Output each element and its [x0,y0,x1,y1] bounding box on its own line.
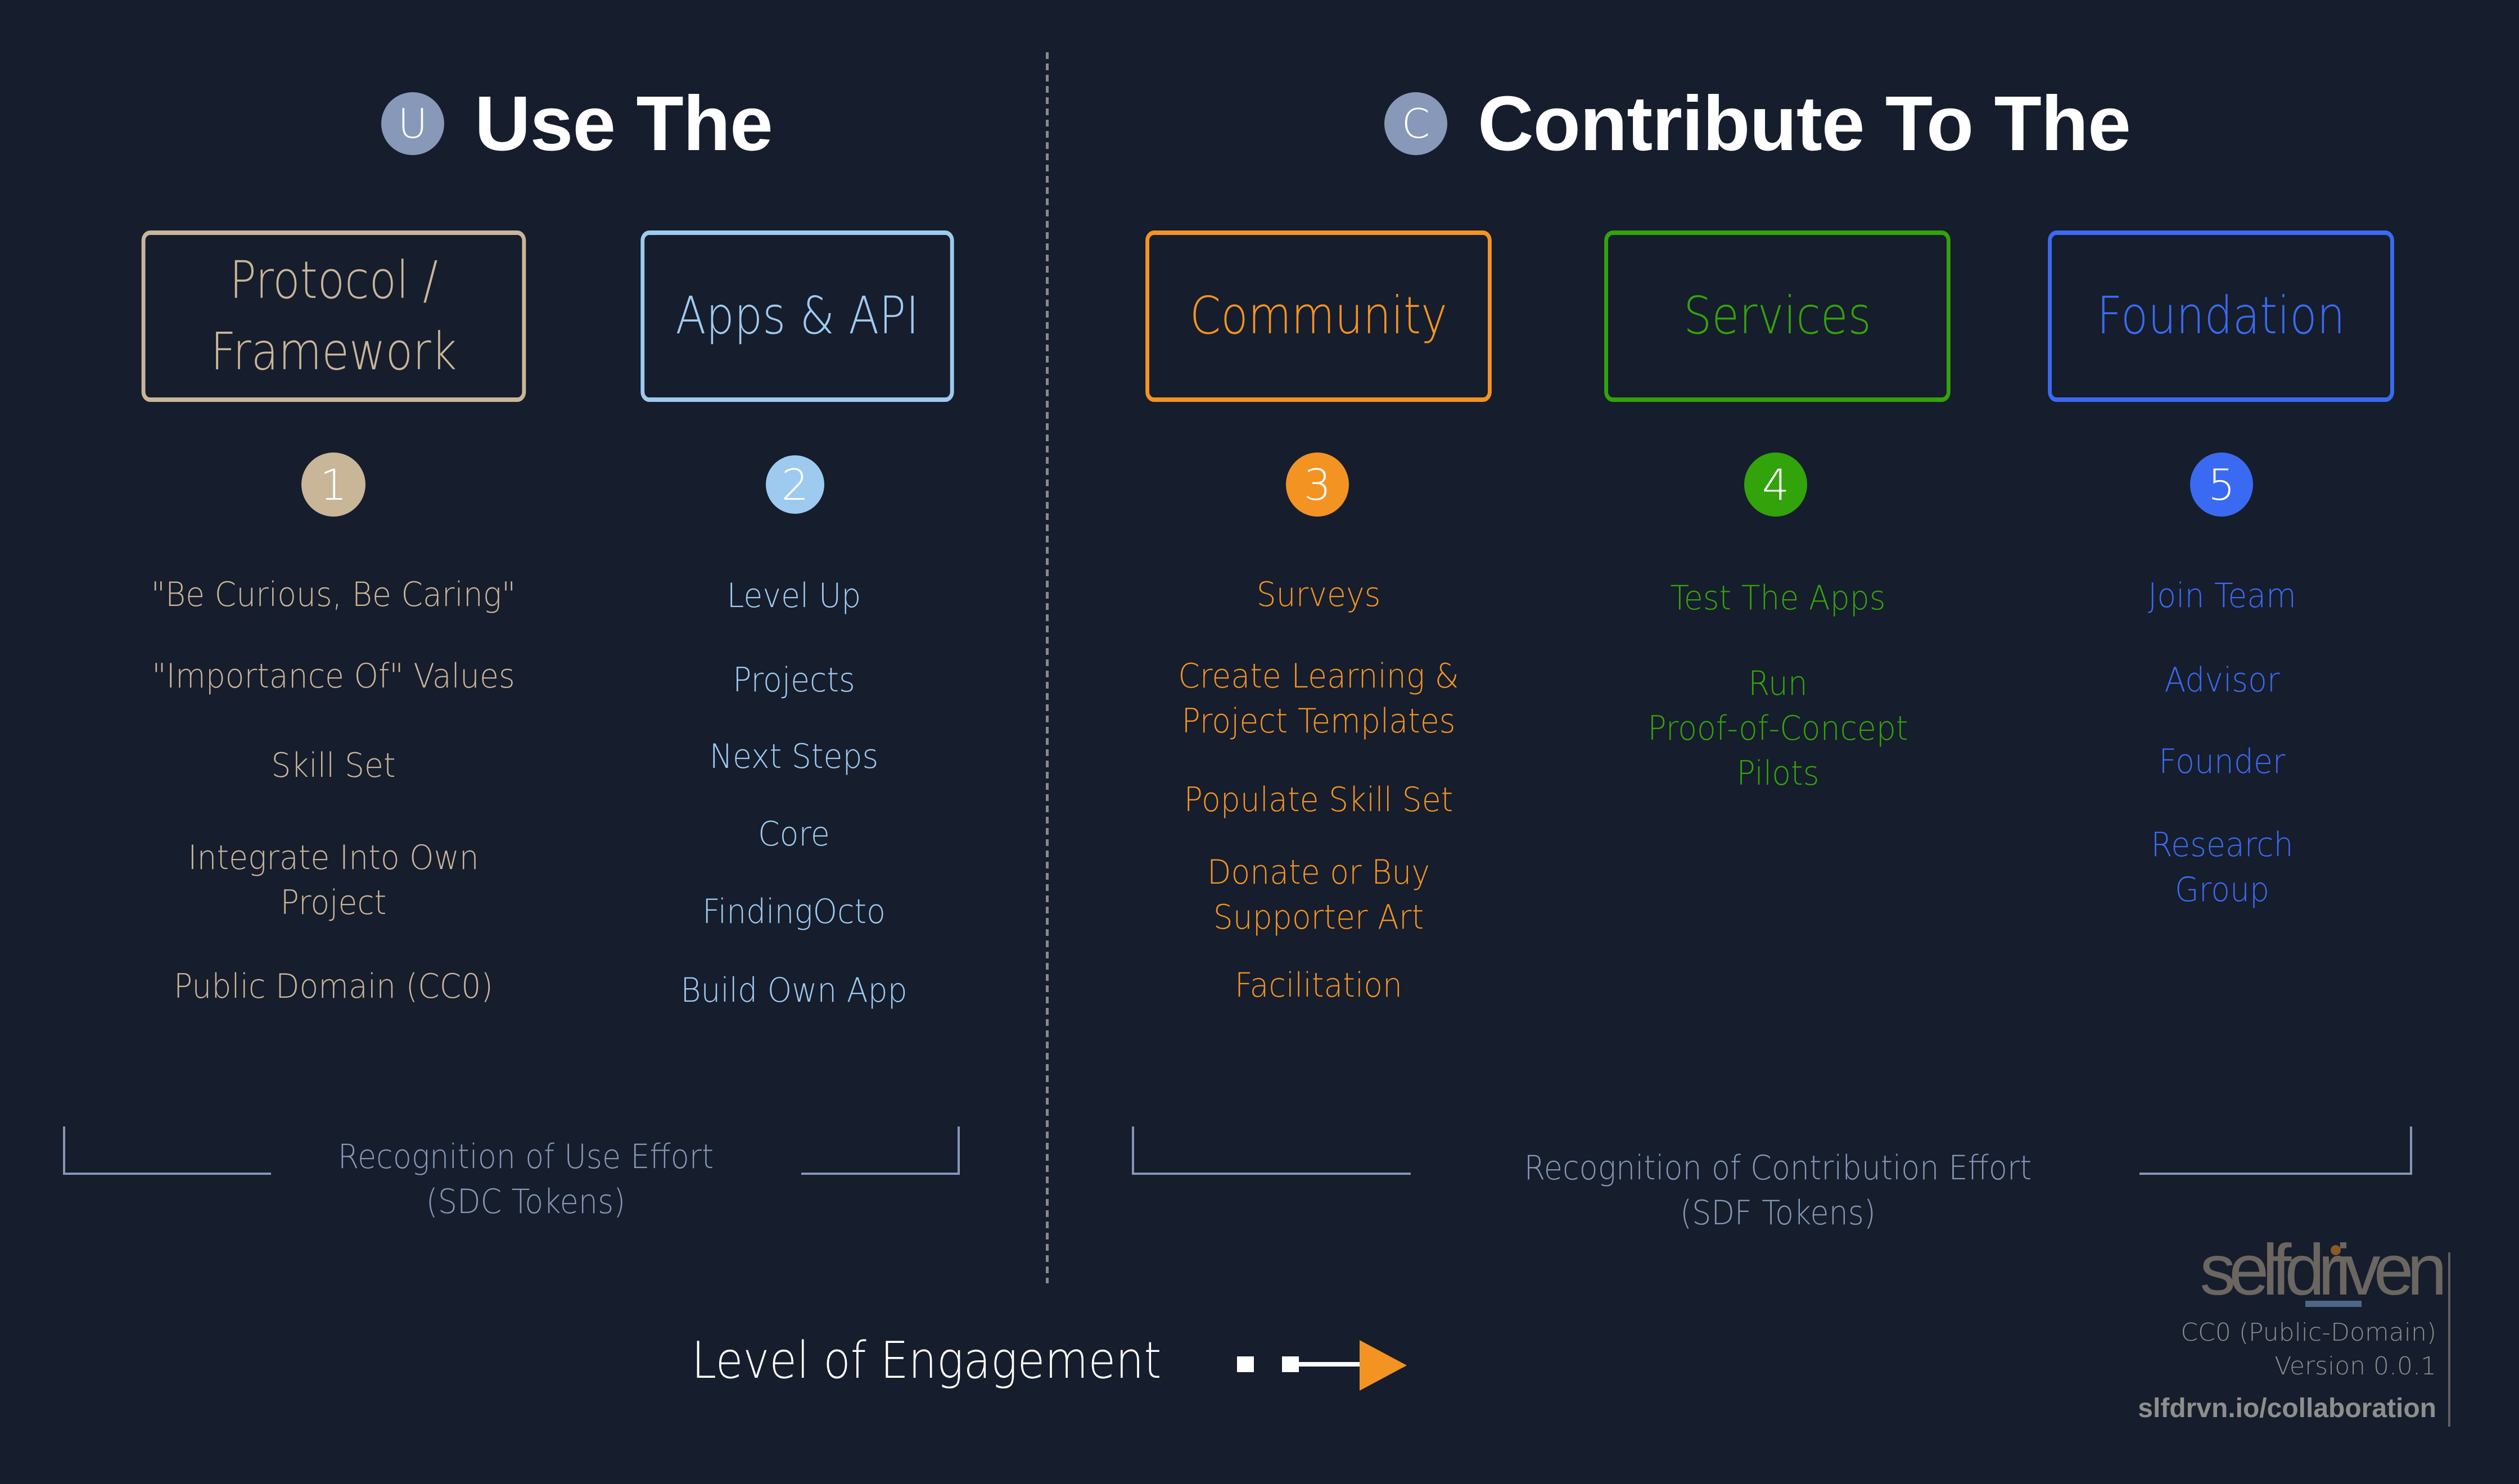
step-2-badge: 2 [766,455,824,514]
list-item: Integrate Into Own Project [188,838,479,922]
category-box-protocol-framework: Protocol / Framework [141,230,526,402]
list-item: Build Own App [680,971,908,1010]
list-item: Founder [2159,742,2286,781]
use-badge-icon: U [381,92,444,155]
use-bracket-right [801,1126,960,1175]
contribute-recognition-label: Recognition of Contribution Effort (SDF … [1524,1146,2032,1236]
step-3-badge: 3 [1286,453,1349,517]
list-item: "Importance Of" Values [152,657,515,696]
list-item: Test The Apps [1670,578,1886,618]
use-bracket-left [63,1126,271,1175]
list-item: Public Domain (CC0) [174,967,493,1006]
selfdriven-logo: selfdriven [2200,1230,2447,1310]
engagement-dot-icon [1237,1356,1254,1372]
list-item: Level Up [726,576,861,616]
list-item: Populate Skill Set [1184,780,1453,820]
contribute-badge-icon: C [1384,92,1447,155]
list-item: Surveys [1256,575,1381,614]
engagement-label: Level of Engagement [692,1331,1162,1390]
list-item: "Be Curious, Be Caring" [151,575,516,614]
contribute-bracket-right [2139,1126,2412,1175]
logo-dot-icon [2331,1245,2341,1255]
logo-underline [2305,1301,2362,1307]
category-label: Services [1683,286,1871,346]
list-item: Create Learning & Project Templates [1178,657,1459,741]
list-item: Run Proof-of-Concept Pilots [1647,664,1908,793]
collaboration-link[interactable]: slfdrvn.io/collaboration [2138,1393,2436,1423]
list-item: Research Group [2151,825,2294,910]
step-4-badge: 4 [1744,453,1807,517]
list-item: Skill Set [271,746,396,785]
version-text: Version 0.0.1 [2274,1352,2436,1381]
list-item: Advisor [2164,660,2280,700]
use-recognition-label: Recognition of Use Effort (SDC Tokens) [338,1134,714,1224]
engagement-arrow-shaft [1299,1362,1361,1367]
list-item: FindingOcto [702,892,886,931]
list-item: Donate or Buy Supporter Art [1207,853,1430,937]
category-box-services: Services [1604,230,1951,402]
engagement-dot-icon [1282,1356,1299,1372]
section-divider [1046,52,1049,1283]
list-item: Join Team [2148,576,2296,616]
list-item: Core [758,815,830,854]
category-label: Protocol / [229,250,438,310]
list-item: Facilitation [1234,966,1403,1005]
category-box-foundation: Foundation [2048,230,2394,402]
category-label: Community [1190,286,1447,346]
contribute-bracket-left [1132,1126,1411,1175]
footer-divider [2448,1252,2450,1427]
list-item: Projects [733,660,855,700]
use-recognition-line2: (SDC Tokens) [426,1182,626,1221]
step-1-badge: 1 [301,453,365,517]
contribute-section-title: Contribute To The [1478,80,2131,167]
contribute-section-header: C Contribute To The [1384,80,2131,167]
contribute-recognition-line2: (SDF Tokens) [1680,1193,1876,1233]
arrow-right-icon [1360,1340,1407,1391]
category-box-community: Community [1145,230,1492,402]
category-label: Apps & API [675,286,919,346]
list-item: Next Steps [709,737,879,776]
step-5-badge: 5 [2190,453,2253,517]
license-text: CC0 (Public-Domain) [2181,1318,2436,1347]
category-label: Framework [210,321,457,382]
contribute-recognition-line1: Recognition of Contribution Effort [1524,1148,2032,1188]
use-recognition-line1: Recognition of Use Effort [337,1137,714,1177]
category-box-apps-api: Apps & API [640,230,954,402]
category-label: Foundation [2097,286,2345,346]
use-section-title: Use The [475,80,773,167]
use-section-header: U Use The [381,80,773,167]
